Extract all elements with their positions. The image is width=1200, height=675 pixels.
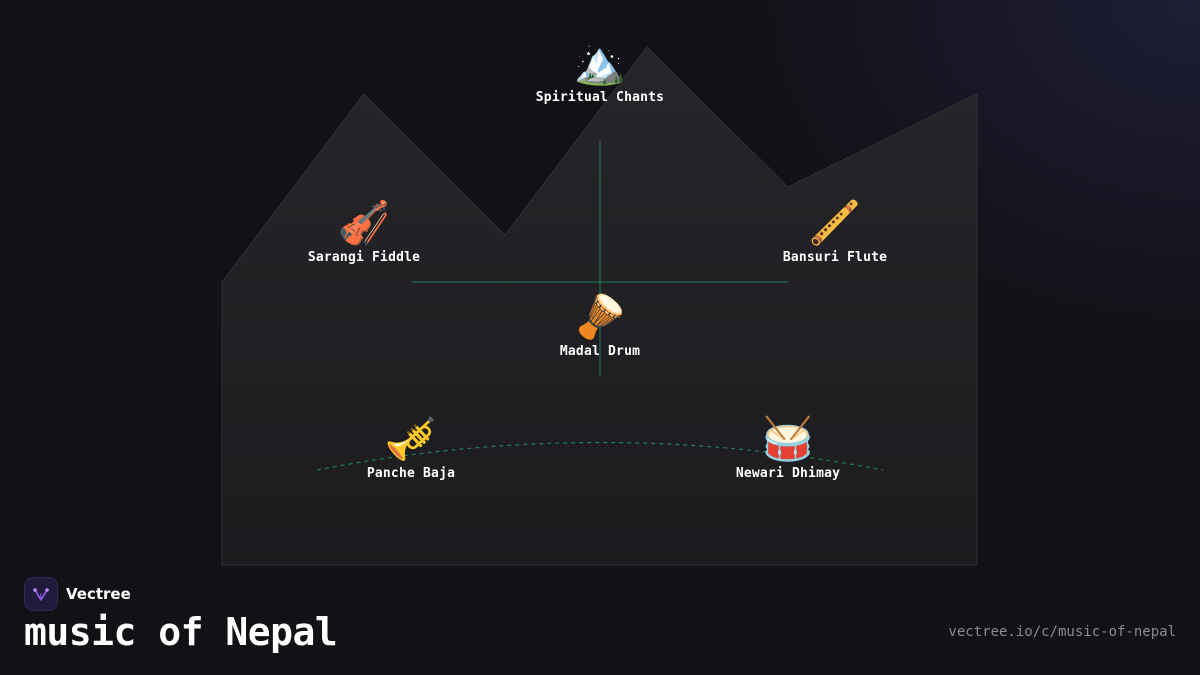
node-sarangi-fiddle[interactable]: 🎻 Sarangi Fiddle [264, 198, 464, 265]
node-bansuri-flute[interactable]: 🪈 Bansuri Flute [735, 198, 935, 265]
page-url[interactable]: vectree.io/c/music-of-nepal [948, 624, 1176, 640]
connector-arc [316, 441, 884, 471]
node-spiritual-chants[interactable]: 🏔️ Spiritual Chants [500, 38, 700, 105]
violin-icon: 🎻 [337, 198, 391, 247]
node-label: Newari Dhimay [735, 466, 841, 481]
node-label: Bansuri Flute [782, 250, 888, 265]
node-label: Sarangi Fiddle [307, 250, 421, 265]
trumpet-icon: 🎺 [384, 414, 438, 463]
node-newari-dhimay[interactable]: 🥁 Newari Dhimay [688, 414, 888, 481]
brand[interactable]: Vectree [24, 577, 131, 611]
node-label: Spiritual Chants [535, 90, 665, 105]
brand-name: Vectree [66, 585, 131, 603]
node-panche-baja[interactable]: 🎺 Panche Baja [311, 414, 511, 481]
drum-icon: 🪘 [573, 292, 627, 341]
node-label: Panche Baja [366, 466, 456, 481]
drum-with-sticks-icon: 🥁 [761, 414, 815, 463]
vectree-logo-icon [24, 577, 58, 611]
mountain-icon: 🏔️ [573, 38, 627, 87]
page-title: music of Nepal [24, 610, 338, 654]
node-madal-drum[interactable]: 🪘 Madal Drum [500, 292, 700, 359]
flute-icon: 🪈 [808, 198, 862, 247]
node-label: Madal Drum [559, 344, 641, 359]
